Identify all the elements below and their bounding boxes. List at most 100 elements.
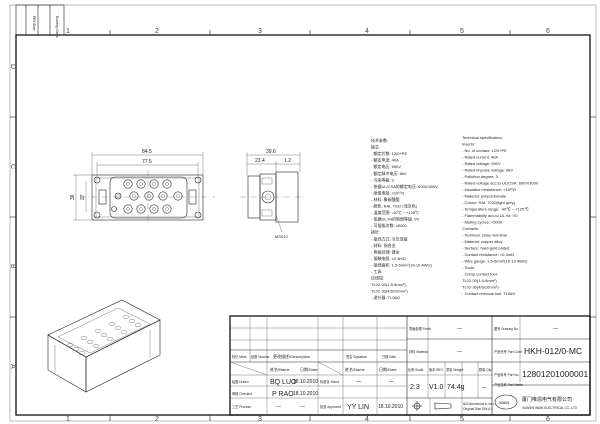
spec-line: - Rated impulse voltage: 8kV (462, 168, 513, 173)
spec-line: - Rated voltage: 690V (462, 161, 501, 166)
part-no-value: 12801201000001 (522, 369, 588, 379)
dims-note-2: Original Size DIN A 4 (463, 407, 493, 411)
logo-text: WAIN (499, 400, 509, 405)
part-code-label: 产品代号 Part Code (494, 349, 522, 354)
iso-contact (134, 323, 142, 328)
rev-label: 版本 REV. (429, 367, 444, 372)
contact-hole (114, 192, 122, 200)
spec-line: - 材料: 铜合金 (371, 242, 396, 248)
spec-line: - 材料: 聚碳酸酯 (371, 196, 400, 202)
spec-line: - 颜色: RAL 7032 (浅灰色) (371, 203, 418, 209)
contact-pin (165, 207, 169, 211)
iso-contact (128, 319, 136, 324)
spec-line: - Colour: RAL 7032(light grey) (462, 200, 516, 205)
contact-hole (123, 179, 133, 189)
spec-line: - 可插拔次数: ≥5000 (371, 222, 408, 228)
screw-label: M3X10 (275, 234, 288, 239)
iso-contact (120, 330, 128, 335)
zone-row-a: A (9, 364, 16, 369)
contact-pin (152, 182, 156, 186)
zone-col-5: 5 (460, 28, 464, 35)
process-name: — (276, 404, 281, 410)
drawing-no-value: — (553, 326, 558, 332)
approved-date: 18.10.2010 (378, 404, 403, 410)
contact-holes (111, 179, 183, 214)
iso-contact (94, 329, 102, 334)
spec-line: - 依据UL/CSA的额定电压: 600V/300V (371, 183, 438, 189)
contact-pin (132, 194, 136, 198)
title-block: 标记 Mark 处数 Number 更改描述/Description 签名 Si… (229, 315, 591, 416)
part-code-value: HKH-012/0-MC (524, 346, 582, 356)
drawing-no-label: 图号 Drawing No. (494, 326, 519, 331)
spec-line: - Insulation resistance: >10¹⁰Ω (462, 187, 516, 192)
ground-contact (111, 206, 117, 212)
number-label: 处数 Number (251, 354, 271, 359)
zone-col-3: 3 (258, 28, 262, 35)
scale-label: 比例 Scale (408, 367, 423, 372)
dims-note-1: All Dimensions in mm (463, 402, 494, 406)
isometric-view (47, 299, 161, 393)
dim-1-2: 1.2 (284, 158, 291, 164)
scale-value: 2:3 (410, 384, 420, 391)
zone-col-1: 1 (66, 28, 70, 35)
drawn-label: 绘图 Drawn (232, 379, 249, 384)
dim-84-5: 84.5 (142, 149, 152, 155)
zone-row-c: C (9, 164, 16, 169)
qty-label: 数量 Qty. (479, 367, 492, 372)
checked-name: P RAO (272, 391, 294, 398)
iso-contact (86, 340, 94, 345)
spec-line: - Contact resistance: <0.3mΩ (462, 252, 514, 257)
zone-col-4-bottom: 4 (365, 416, 369, 423)
spec-line: - 额定芯数: 12/0+PE (371, 150, 407, 156)
spec-line: TL02-00(1.5-6mm²) (462, 278, 497, 283)
rev-date-label: REV./Date (32, 16, 36, 31)
specification-english: Technical specification:Inserts:- No. of… (462, 135, 539, 296)
contact-pin (165, 182, 169, 186)
spec-line: - 温度范围: -40℃ ~ +125℃ (371, 209, 419, 215)
spec-line: - 额定电压: 690V (371, 163, 401, 169)
iso-contact (78, 351, 86, 356)
drawn-date: 18.10.2010 (293, 379, 318, 385)
revision-strip: REV./Date Drawing Check (15, 4, 65, 38)
spec-line: 压线钳: (371, 275, 384, 281)
spec-line: - 额定脉冲电压: 8kV (371, 170, 407, 176)
approved-name: YY LIN (347, 404, 369, 411)
spec-line: - Pollution degree: 3 (462, 174, 499, 179)
spec-line: - 污染等级: 3 (371, 176, 395, 182)
spec-line: - No. of contact: 12/0+PE (462, 148, 507, 153)
dim-36: 36 (70, 194, 76, 200)
zone-row-b: B (9, 264, 16, 269)
contact-pin (152, 207, 156, 211)
spec-line: TL02-30(4/6/10mm²) (462, 285, 499, 290)
company-name-cn: 厦门唯恩电气有限公司 (522, 396, 572, 403)
drawn-name: BQ LUO (270, 379, 297, 386)
side-view: M3X10 39.6 23.4 1.2 (240, 149, 305, 239)
spec-line: - Rated voltage acc.to UL/CSA: 600V/300V (462, 181, 539, 186)
rev-value: V1.0 (429, 384, 444, 391)
spec-line: 插针: (371, 229, 380, 235)
front-dimensions: 84.5 77.5 36 27 (70, 149, 204, 221)
part-name-label: 产品名称 Part Name (494, 382, 523, 387)
date-header: 日期/Date (300, 366, 318, 372)
contact-hole (158, 191, 168, 201)
contact-hole (162, 204, 172, 214)
spec-line: · Crimp contact tool: (462, 272, 498, 277)
contact-pin (126, 207, 130, 211)
checked-date: 18.10.2010 (293, 391, 318, 397)
drawing-check-label: Drawing Check (55, 16, 59, 38)
spec-line: - Material: polycarbonate (462, 194, 507, 199)
qty-value: — (482, 385, 487, 391)
description-label: 更改描述/Description (273, 353, 310, 359)
contact-pin (161, 194, 165, 198)
zone-marks: 1 2 3 4 5 6 1 2 3 4 5 6 D C B A (9, 28, 596, 423)
stand-label: 标准化 Stand. (320, 379, 340, 384)
contact-hole (136, 179, 146, 189)
spec-line: - Mating cycles: >5000 (462, 220, 503, 225)
spec-line: - 退针器: TL06G (371, 294, 400, 300)
spec-line: - 依据UL 94的阻燃等级: V0 (371, 216, 420, 222)
iso-contact (122, 315, 130, 320)
zone-row-d: D (9, 64, 16, 69)
mark-label: 标记 Mark (232, 354, 247, 359)
spec-line: TL02-30(4/6/10mm²) (371, 289, 408, 294)
